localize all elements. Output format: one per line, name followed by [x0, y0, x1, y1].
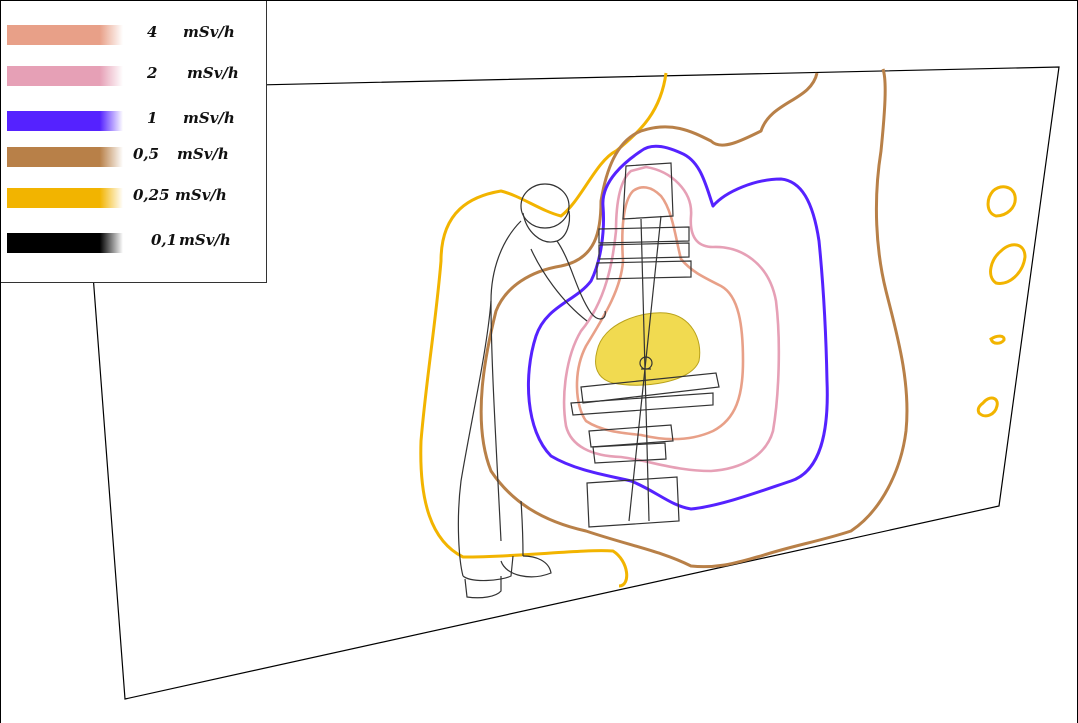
legend-swatch — [7, 66, 123, 86]
legend-value: 2 — [147, 64, 158, 82]
isodose-0-25-island-2 — [989, 243, 1027, 285]
legend-item: 2 mSv/h — [7, 62, 257, 86]
legend-unit: mSv/h — [187, 64, 239, 82]
legend-item: 4 mSv/h — [7, 21, 257, 45]
legend-unit: mSv/h — [183, 109, 235, 127]
legend-value: 1 — [147, 109, 158, 127]
legend-swatch — [7, 147, 123, 167]
legend-unit: mSv/h — [183, 23, 235, 41]
measurement-plane — [78, 66, 1060, 700]
operator-figure — [457, 183, 606, 599]
legend-value: 0,25 — [133, 186, 170, 204]
isodose-0-5 — [479, 68, 909, 569]
legend-value: 0,5 — [133, 145, 160, 163]
source-region — [595, 312, 701, 386]
isodose-0-25 — [419, 72, 668, 588]
legend-value: 0,1 — [151, 231, 178, 249]
legend-swatch — [7, 188, 123, 208]
legend-swatch — [7, 25, 123, 45]
x-ray-equipment — [570, 162, 720, 528]
isodose-0-25-island-3 — [989, 334, 1006, 345]
legend-unit: mSv/h — [177, 145, 229, 163]
legend-value: 4 — [147, 23, 158, 41]
isodose-0-25-island-1 — [986, 185, 1017, 218]
legend-swatch — [7, 233, 123, 253]
legend-unit: mSv/h — [179, 231, 231, 249]
legend-swatch — [7, 111, 123, 131]
legend-item: 1 mSv/h — [7, 107, 257, 131]
legend-item: 0,5 mSv/h — [7, 143, 257, 167]
legend-unit: mSv/h — [175, 186, 227, 204]
isodose-0-25-island-4 — [976, 396, 999, 418]
legend-item: 0,25 mSv/h — [7, 184, 257, 208]
isodose-2 — [562, 165, 781, 473]
isodose-1 — [527, 144, 829, 511]
